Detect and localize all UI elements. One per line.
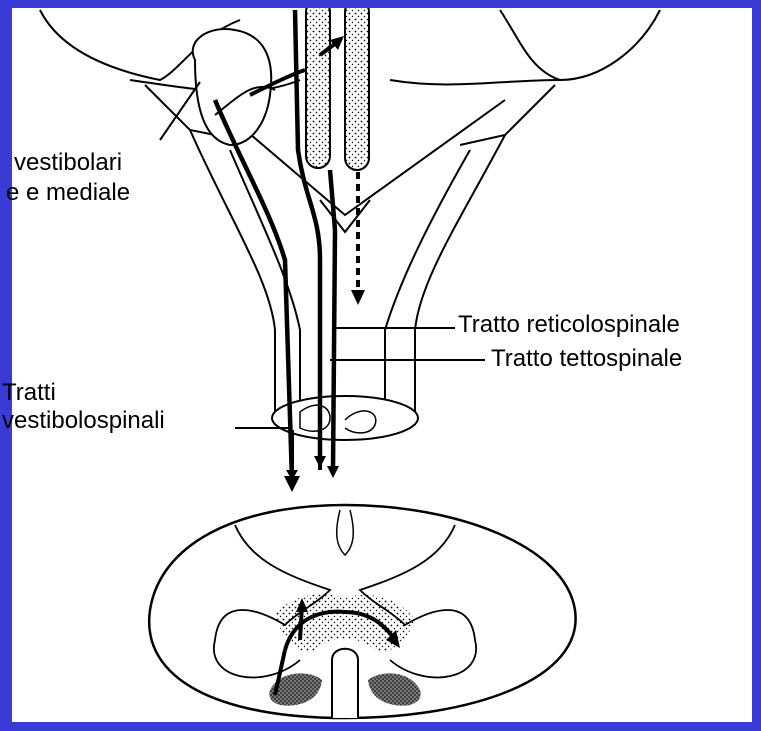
reticulospinal-label: Tratto reticolospinale: [458, 312, 680, 338]
tectal-column: [306, 0, 330, 168]
reticular-column: [345, 0, 369, 170]
spinal-cord-cross-section: [149, 505, 575, 718]
vestibulospinal-label-line1: Tratti: [2, 380, 56, 406]
tectospinal-label: Tratto tettospinale: [491, 346, 682, 372]
vestibulospinal-label-line2: vestibolospinali: [2, 408, 165, 434]
vestibular-nuclei-label-line1: vestibolari: [14, 150, 122, 176]
vestibular-nuclei-label-line2: e e mediale: [6, 180, 130, 206]
